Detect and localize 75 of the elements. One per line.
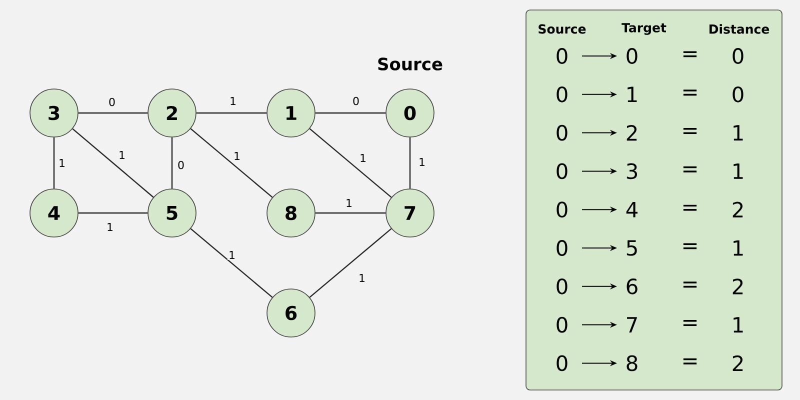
table-cell: 0 (556, 202, 568, 218)
graph-node: 6 (266, 288, 316, 338)
table-cell: = (683, 282, 697, 288)
edge-line (72, 128, 154, 198)
table-cell: = (683, 166, 697, 172)
graph-node: 3 (30, 88, 78, 138)
table-cell: 0 (556, 278, 568, 294)
table-cell: 0 (556, 163, 568, 180)
edge-label: 1 (344, 198, 354, 208)
table-cell: 0 (556, 48, 568, 64)
edge-line (309, 228, 392, 298)
table-cell: 1 (734, 125, 743, 140)
graph-node: 2 (148, 88, 196, 138)
edge-line (409, 137, 411, 189)
table-cell: = (683, 320, 697, 326)
edge-line (53, 137, 55, 189)
table-cell: 0 (556, 124, 568, 141)
edge-line (315, 212, 386, 214)
edge-line (309, 128, 392, 198)
graph-node: 8 (266, 188, 316, 238)
table-cell: 1 (734, 164, 743, 179)
table-cell: 6 (626, 278, 638, 294)
node-caption: Source (378, 58, 442, 70)
table-cell: 2 (732, 355, 743, 371)
edge-label: 1 (118, 150, 126, 160)
edge-line (78, 112, 148, 114)
table-cell: = (683, 358, 697, 364)
edge-label: 0 (176, 160, 186, 170)
edge-label: 1 (418, 157, 426, 168)
table-cell: 1 (628, 86, 637, 102)
edge-label: 1 (358, 153, 368, 164)
column-header: Distance (710, 24, 770, 34)
table-cell: 0 (556, 240, 568, 256)
table-cell: 3 (626, 163, 637, 180)
table-cell: 5 (626, 240, 637, 256)
graph-node: 4 (30, 188, 78, 238)
table-cell: 0 (626, 48, 638, 64)
edge-line (190, 228, 273, 298)
edge-label: 1 (58, 158, 66, 168)
edge-line (171, 137, 173, 189)
graph-node: 7 (386, 188, 434, 238)
graph-node: 0 (386, 88, 434, 138)
table-cell: 7 (627, 317, 637, 332)
edge-label: 0 (108, 96, 116, 108)
graph-node: 1 (266, 88, 316, 138)
edge-line (190, 128, 273, 198)
table-cell: 0 (732, 86, 744, 102)
table-cell: 8 (626, 355, 638, 372)
table-cell: 2 (732, 202, 743, 218)
table-cell: 0 (732, 48, 744, 64)
table-cell: 0 (556, 355, 568, 372)
table-cell: = (683, 90, 697, 96)
table-cell: 2 (732, 278, 743, 294)
edge-label: 0 (352, 96, 360, 106)
table-cell: = (683, 204, 697, 211)
table-cell: 1 (734, 240, 743, 256)
column-header: Source (538, 24, 586, 34)
table-cell: 0 (556, 316, 568, 333)
table-cell: 0 (556, 86, 568, 102)
column-header: Target (622, 23, 666, 35)
edge-line (78, 212, 148, 214)
table-cell: = (683, 243, 697, 250)
edge-label: 1 (232, 151, 242, 162)
edge-label: 1 (358, 273, 366, 284)
table-cell: 2 (626, 125, 637, 141)
edge-label: 1 (228, 250, 236, 260)
edge-label: 1 (228, 96, 238, 106)
table-cell: = (683, 128, 697, 134)
graph-node: 5 (148, 188, 196, 238)
edge-line (196, 112, 267, 114)
table-cell: 4 (626, 202, 638, 218)
table-cell: = (683, 51, 697, 58)
edge-label: 1 (106, 222, 114, 232)
edge-line (315, 112, 386, 114)
table-cell: 1 (734, 317, 743, 332)
